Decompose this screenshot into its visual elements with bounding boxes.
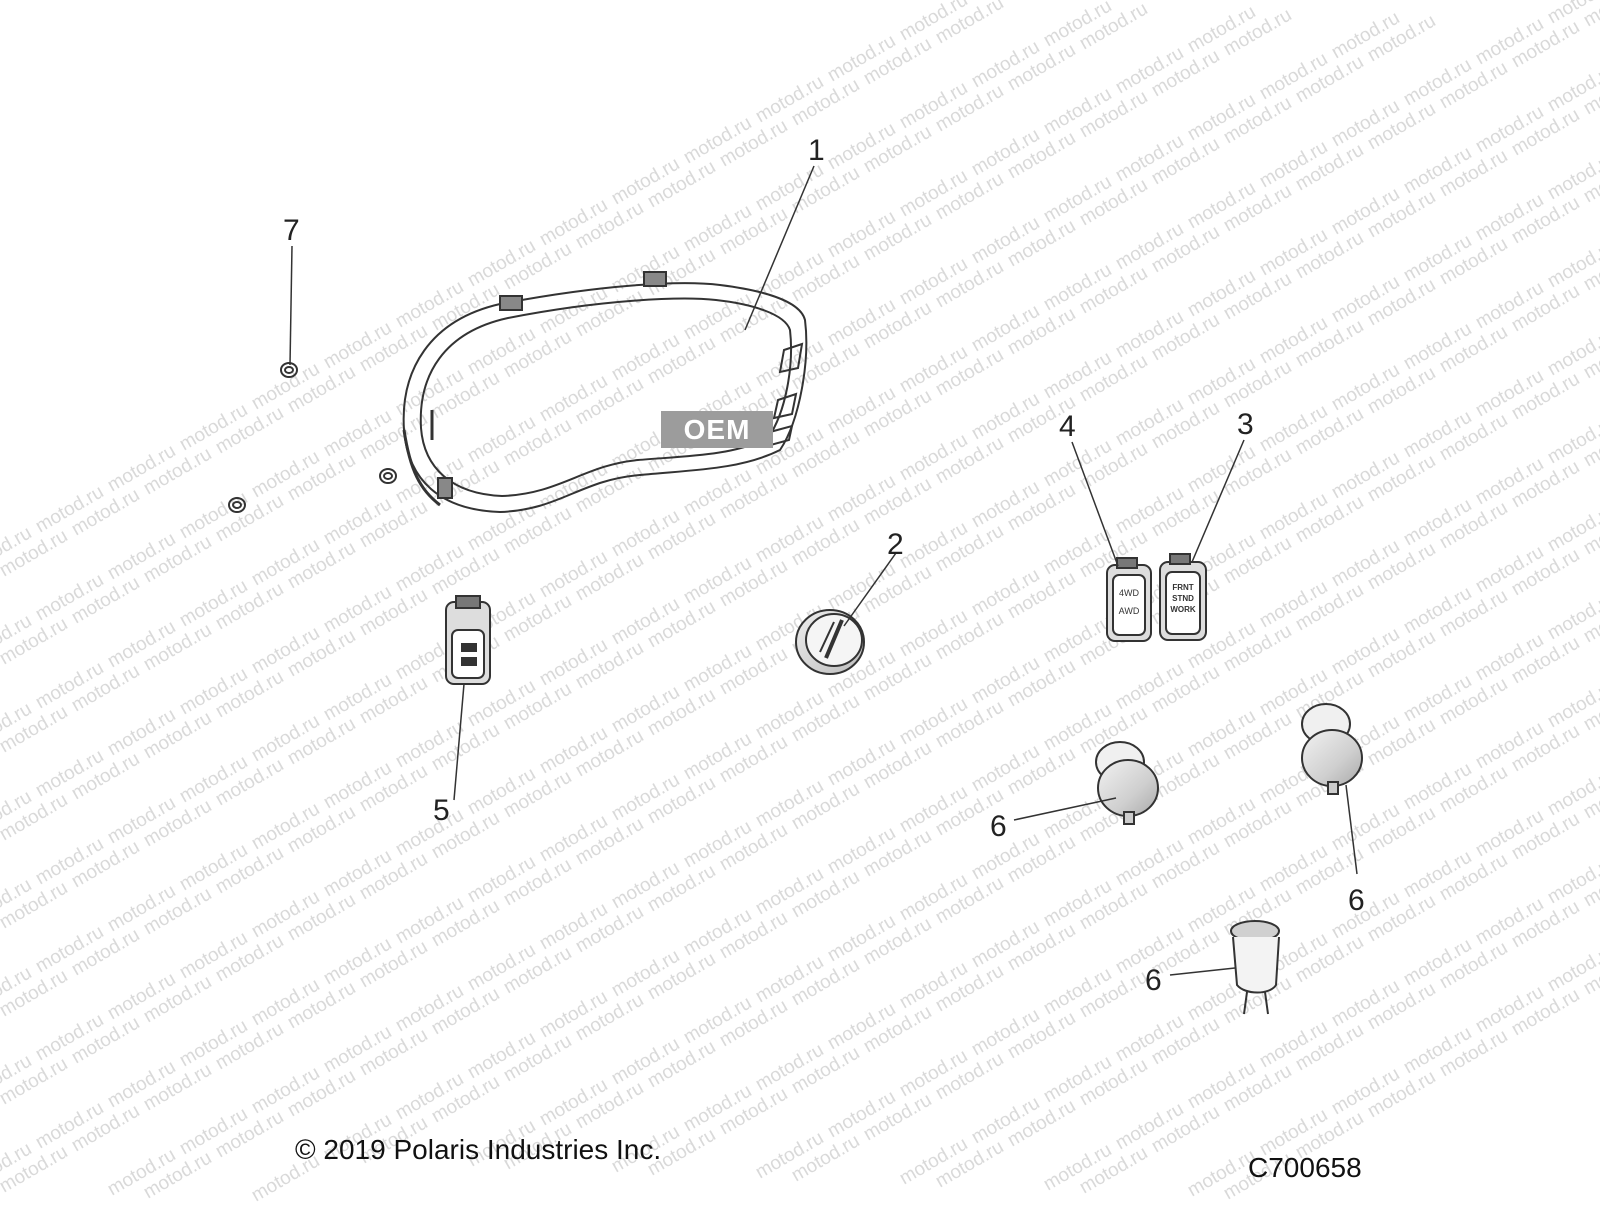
- indicator-lamp-6c: [1230, 920, 1280, 1015]
- callout-6b: 6: [1348, 884, 1365, 917]
- copyright-text: © 2019 Polaris Industries Inc.: [295, 1134, 662, 1165]
- round-knob: [795, 609, 865, 675]
- callout-3: 3: [1237, 408, 1254, 441]
- instrument-cluster-bezel: [402, 271, 808, 514]
- indicator-lamp-6b: [1301, 703, 1363, 795]
- indicator-lamp-6a: [1095, 741, 1159, 825]
- callout-4: 4: [1059, 410, 1076, 443]
- switch-3-label-line: STND: [1172, 594, 1194, 603]
- leader-lines: [289, 165, 1358, 976]
- callout-5: 5: [433, 794, 450, 827]
- callout-6a: 6: [990, 810, 1007, 843]
- callout-6c: 6: [1145, 964, 1162, 997]
- switch-3-labels: FRNT STND WORK: [1168, 582, 1198, 615]
- svg-text:4WD: 4WD: [1119, 588, 1140, 598]
- grommets: [228, 362, 397, 513]
- rocker-switch-5: [445, 595, 491, 685]
- rocker-switch-4: 4WD AWD: [1106, 557, 1152, 642]
- switch-3-label-line: WORK: [1170, 605, 1196, 614]
- callout-2: 2: [887, 528, 904, 561]
- figure-code: C700658: [1248, 1152, 1362, 1183]
- oem-badge: OEM: [661, 411, 773, 448]
- callout-1: 1: [808, 134, 825, 167]
- callout-7: 7: [283, 214, 300, 247]
- rocker-switch-3: [1159, 553, 1207, 641]
- switch-3-label-line: FRNT: [1172, 583, 1194, 592]
- svg-text:AWD: AWD: [1119, 606, 1140, 616]
